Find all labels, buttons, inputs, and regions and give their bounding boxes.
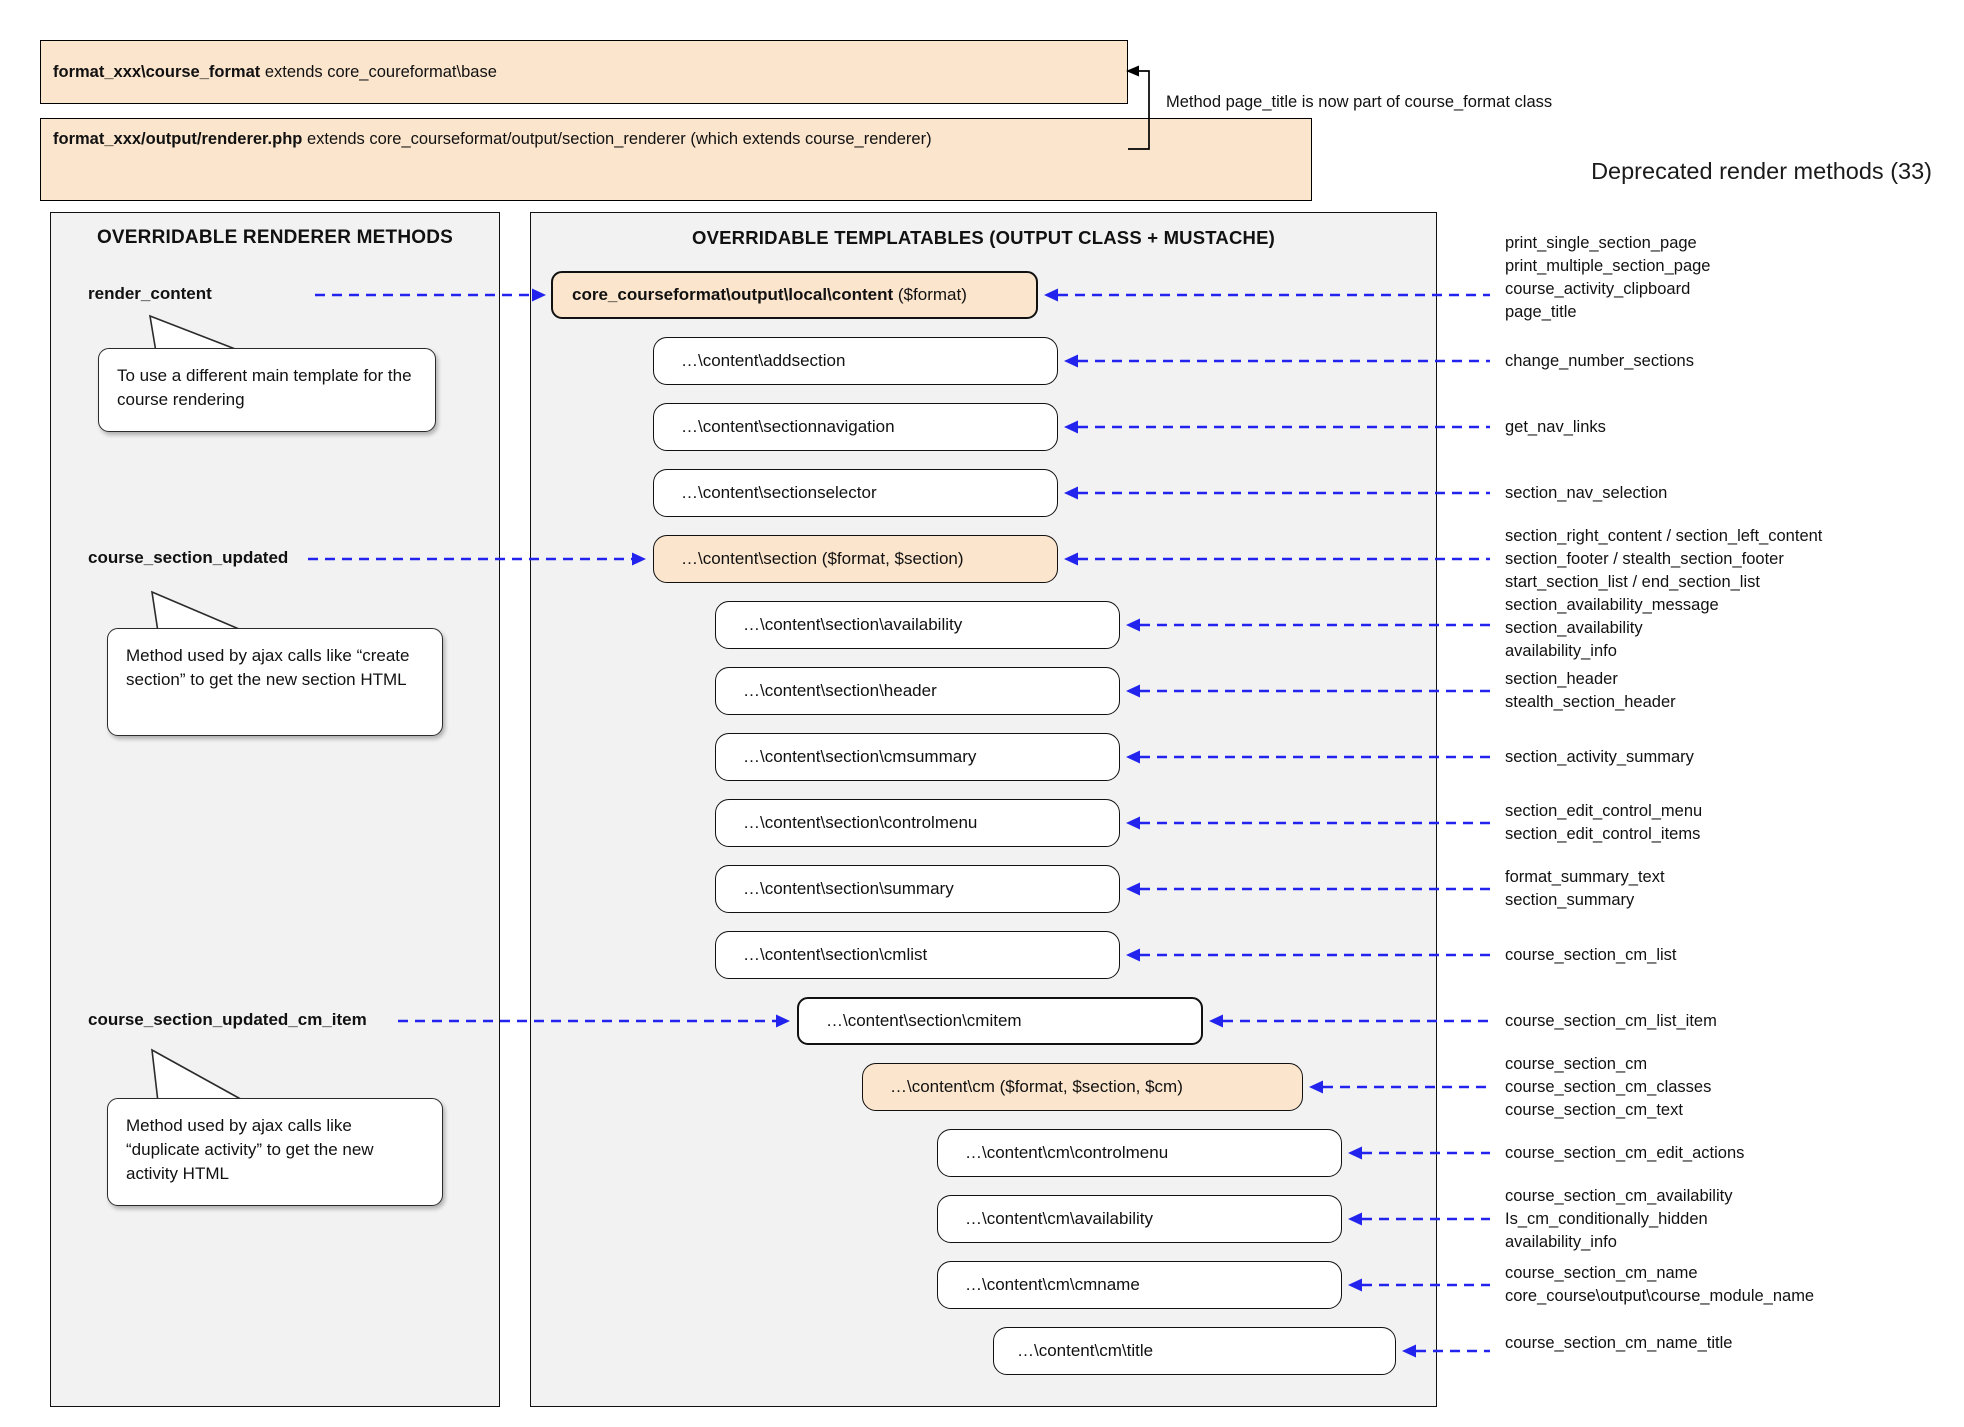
deprecated-method: section_availability	[1505, 619, 1643, 637]
deprecated-method: course_section_cm_availability	[1505, 1187, 1733, 1205]
note-bubble-course-section-updated: Method used by ajax calls like “create s…	[107, 628, 443, 736]
templatable-content: core_courseformat\output\local\content (…	[551, 271, 1038, 319]
deprecated-group: course_section_cm_list_item	[1505, 1010, 1717, 1033]
deprecated-group: section_edit_control_menu section_edit_c…	[1505, 800, 1702, 846]
templatable-section: …\content\section ($format, $section)	[653, 535, 1058, 583]
deprecated-method: course_section_cm_edit_actions	[1505, 1144, 1745, 1162]
deprecated-group: section_header stealth_section_header	[1505, 668, 1676, 714]
method-course-section-updated-cm-item: course_section_updated_cm_item	[88, 1010, 367, 1029]
renderer-panel-title: OVERRIDABLE RENDERER METHODS	[96, 227, 454, 248]
templatable-section-header: …\content\section\header	[715, 667, 1120, 715]
deprecated-group: section_availability_message section_ava…	[1505, 594, 1719, 663]
templatable-section-availability: …\content\section\availability	[715, 601, 1120, 649]
templatable-sectionselector: …\content\sectionselector	[653, 469, 1058, 517]
deprecated-method: print_single_section_page	[1505, 234, 1697, 252]
deprecated-group: course_section_cm_name core_course\outpu…	[1505, 1262, 1814, 1308]
method-course-section-updated: course_section_updated	[88, 548, 289, 567]
deprecated-group: section_activity_summary	[1505, 746, 1694, 769]
templatable-section-controlmenu: …\content\section\controlmenu	[715, 799, 1120, 847]
templatable-cm: …\content\cm ($format, $section, $cm)	[862, 1063, 1303, 1111]
top-box-course-format: format_xxx\course_format extends core_co…	[40, 40, 1128, 104]
templatable-cm-availability: …\content\cm\availability	[937, 1195, 1342, 1243]
deprecated-group: course_section_cm_name_title	[1505, 1332, 1732, 1355]
deprecated-method: section_edit_control_menu	[1505, 802, 1703, 820]
deprecated-method: core_course\output\course_module_name	[1505, 1287, 1815, 1305]
class-name: format_xxx/output/renderer.php	[53, 130, 303, 148]
deprecated-method: section_activity_summary	[1505, 748, 1694, 766]
templatable-section-summary: …\content\section\summary	[715, 865, 1120, 913]
deprecated-group: course_section_cm_list	[1505, 944, 1677, 967]
class-name: format_xxx\course_format	[53, 62, 261, 81]
templatable-cm-cmname: …\content\cm\cmname	[937, 1261, 1342, 1309]
deprecated-method: page_title	[1505, 303, 1577, 321]
deprecated-method: get_nav_links	[1505, 418, 1606, 436]
top-box-renderer: format_xxx/output/renderer.php extends c…	[40, 118, 1312, 201]
templatable-class: core_courseformat\output\local\content	[572, 285, 894, 304]
deprecated-group: section_right_content / section_left_con…	[1505, 525, 1822, 594]
note-text: To use a different main template for the…	[117, 366, 412, 410]
templatable-addsection: …\content\addsection	[653, 337, 1058, 385]
deprecated-heading: Deprecated render methods (33)	[1591, 158, 1932, 184]
deprecated-method: section_edit_control_items	[1505, 825, 1701, 843]
templatable-section-cmsummary: …\content\section\cmsummary	[715, 733, 1120, 781]
deprecated-method: section_availability_message	[1505, 596, 1719, 614]
templatable-cm-title: …\content\cm\title	[993, 1327, 1396, 1375]
deprecated-method: course_section_cm_list	[1505, 946, 1677, 964]
note-bubble-course-section-updated-cm-item: Method used by ajax calls like “duplicat…	[107, 1098, 443, 1206]
deprecated-group: get_nav_links	[1505, 416, 1606, 439]
deprecated-method: course_activity_clipboard	[1505, 280, 1691, 298]
deprecated-method: start_section_list / end_section_list	[1505, 573, 1760, 591]
deprecated-group: section_nav_selection	[1505, 482, 1667, 505]
templatables-panel-title: OVERRIDABLE TEMPLATABLES (OUTPUT CLASS +…	[692, 227, 1275, 248]
deprecated-method: Is_cm_conditionally_hidden	[1505, 1210, 1708, 1228]
deprecated-method: course_section_cm_classes	[1505, 1078, 1712, 1096]
deprecated-method: course_section_cm_name	[1505, 1264, 1698, 1282]
deprecated-method: availability_info	[1505, 1233, 1617, 1251]
deprecated-method: course_section_cm_text	[1505, 1101, 1683, 1119]
note-text: Method used by ajax calls like “duplicat…	[126, 1116, 374, 1184]
deprecated-method: section_header	[1505, 670, 1618, 688]
deprecated-method: course_section_cm_name_title	[1505, 1334, 1733, 1352]
deprecated-method: section_footer / stealth_section_footer	[1505, 550, 1784, 568]
deprecated-method: change_number_sections	[1505, 352, 1694, 370]
deprecated-group: print_single_section_page print_multiple…	[1505, 232, 1710, 324]
note-text: Method used by ajax calls like “create s…	[126, 646, 410, 690]
templatable-section-cmlist: …\content\section\cmlist	[715, 931, 1120, 979]
deprecated-method: section_summary	[1505, 891, 1635, 909]
deprecated-method: print_multiple_section_page	[1505, 257, 1711, 275]
deprecated-method: section_right_content / section_left_con…	[1505, 527, 1823, 545]
deprecated-method: course_section_cm	[1505, 1055, 1648, 1073]
deprecated-group: format_summary_text section_summary	[1505, 866, 1665, 912]
deprecated-group: course_section_cm_availability Is_cm_con…	[1505, 1185, 1732, 1254]
deprecated-method: section_nav_selection	[1505, 484, 1668, 502]
deprecated-group: course_section_cm_edit_actions	[1505, 1142, 1744, 1165]
bracket-note: Method page_title is now part of course_…	[1166, 93, 1553, 111]
templatable-cm-controlmenu: …\content\cm\controlmenu	[937, 1129, 1342, 1177]
method-render-content: render_content	[88, 284, 212, 303]
templatable-args: ($format)	[893, 285, 967, 304]
deprecated-method: availability_info	[1505, 642, 1617, 660]
deprecated-method: stealth_section_header	[1505, 693, 1676, 711]
templatable-sectionnavigation: …\content\sectionnavigation	[653, 403, 1058, 451]
templatable-section-cmitem: …\content\section\cmitem	[797, 997, 1203, 1045]
deprecated-method: course_section_cm_list_item	[1505, 1012, 1717, 1030]
deprecated-method: format_summary_text	[1505, 868, 1665, 886]
note-bubble-render-content: To use a different main template for the…	[98, 348, 436, 432]
deprecated-group: course_section_cm course_section_cm_clas…	[1505, 1053, 1711, 1122]
extends-text: extends core_coureformat\base	[260, 62, 497, 81]
deprecated-group: change_number_sections	[1505, 350, 1694, 373]
extends-text: extends core_courseformat/output/section…	[302, 130, 932, 148]
